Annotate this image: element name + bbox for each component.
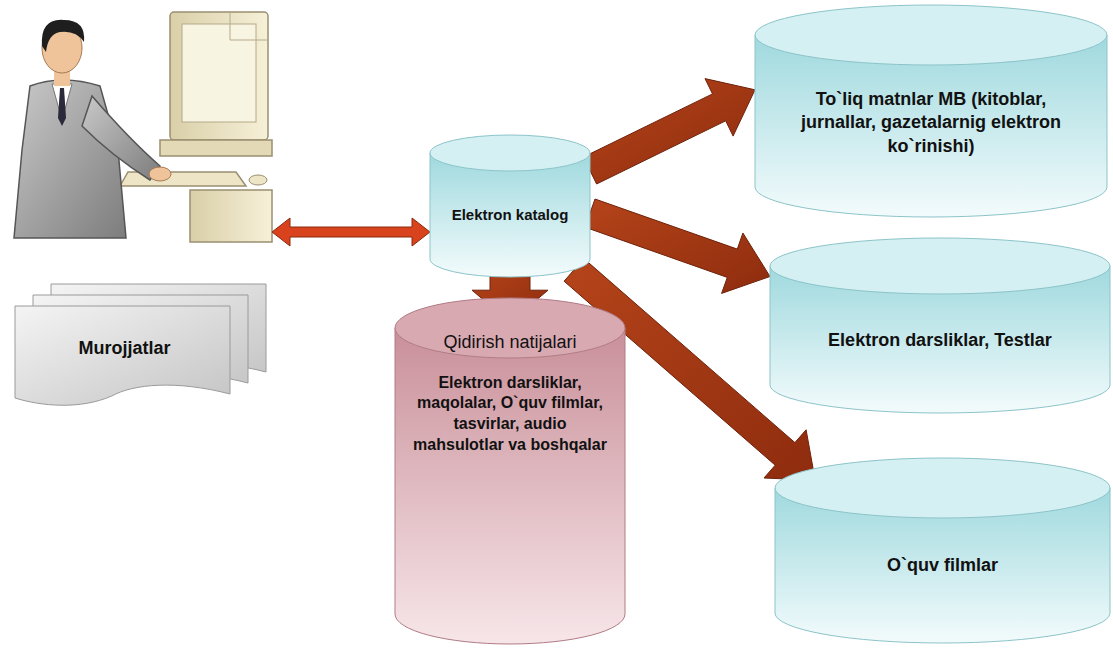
database-cylinder: Elektron darsliklar, Testlar	[770, 238, 1110, 413]
node-outline	[775, 458, 1110, 643]
node-content: Elektron katalog	[444, 175, 576, 255]
node-content: Murojjatlar	[23, 308, 226, 390]
node-outline	[755, 5, 1107, 217]
block-arrow	[585, 199, 770, 293]
computer-icon	[120, 12, 272, 242]
database-cylinder: O`quv filmlar	[775, 458, 1110, 643]
node-label: Qidirish natijalari	[443, 332, 576, 353]
node-content: O`quv filmlar	[805, 518, 1080, 613]
result-cylinder: Qidirish natijalariElektron darsliklar, …	[395, 298, 625, 644]
node-label: Murojjatlar	[78, 337, 170, 360]
user-figure	[14, 20, 171, 238]
database-cylinder: Elektron katalog	[430, 135, 590, 277]
double-arrow	[272, 218, 430, 246]
node-outline	[770, 238, 1110, 413]
node-body-text: Elektron darsliklar, maqolalar, O`quv fi…	[407, 373, 613, 456]
block-arrow	[583, 79, 755, 184]
node-label: O`quv filmlar	[887, 554, 998, 577]
node-label: To`liq matnlar MB (kitoblar, jurnallar, …	[795, 88, 1067, 158]
node-content: Elektron darsliklar, Testlar	[800, 296, 1080, 385]
node-outline	[430, 135, 590, 277]
node-label: Elektron katalog	[452, 205, 569, 225]
document-stack: Murojjatlar	[15, 284, 270, 404]
node-label: Elektron darsliklar, Testlar	[828, 329, 1052, 352]
database-cylinder: To`liq matnlar MB (kitoblar, jurnallar, …	[755, 5, 1107, 217]
node-content: Qidirish natijalariElektron darsliklar, …	[407, 332, 613, 610]
node-content: To`liq matnlar MB (kitoblar, jurnallar, …	[795, 53, 1067, 193]
